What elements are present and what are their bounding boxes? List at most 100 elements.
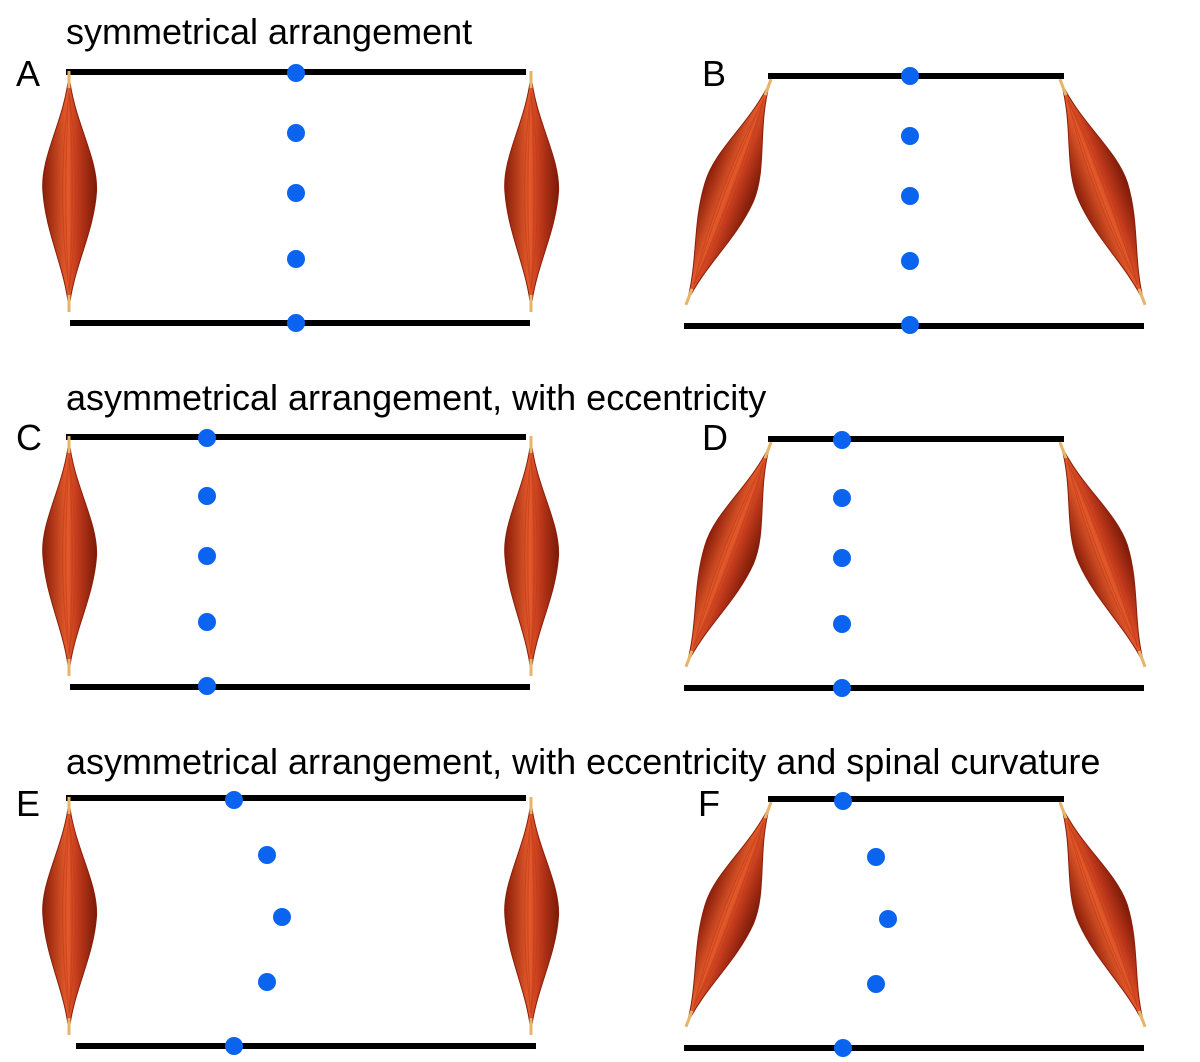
muscle-fiber	[527, 818, 532, 1014]
muscle-fiber	[530, 457, 535, 655]
vertebra-dot	[867, 975, 885, 993]
vertebra-dot	[198, 613, 216, 631]
muscle-fiber	[524, 457, 532, 655]
panel-label-f: F	[698, 783, 720, 824]
vertebra-dot	[833, 615, 851, 633]
muscle-fiber	[692, 99, 765, 285]
muscle-fiber	[1067, 822, 1138, 1007]
vertebra-dot	[834, 792, 852, 810]
panel-label-b: B	[702, 53, 727, 94]
muscle-fiber	[693, 462, 764, 647]
vertebra-dot	[287, 124, 305, 142]
muscle-fiber	[527, 92, 532, 291]
muscle-fiber	[524, 92, 532, 291]
muscle-fiber	[524, 818, 532, 1014]
right-muscle	[504, 71, 560, 312]
tendon-bottom	[1137, 650, 1147, 668]
muscle-fiber	[693, 462, 764, 647]
left-muscle	[684, 441, 773, 668]
vertebra-dot	[833, 431, 851, 449]
muscle-fiber	[1067, 99, 1138, 285]
muscle-fiber	[693, 822, 764, 1007]
muscle-fiber	[68, 92, 76, 291]
vertebra-dot	[901, 187, 919, 205]
muscle-fiber	[62, 92, 70, 291]
left-muscle	[42, 71, 98, 312]
muscle-fiber	[693, 99, 764, 285]
vertebra-dot	[834, 1039, 852, 1057]
vertebra-dot	[901, 127, 919, 145]
section-title-eccentricity: asymmetrical arrangement, with eccentric…	[66, 377, 767, 418]
panel-b	[684, 67, 1147, 334]
tendon-bottom	[1137, 1010, 1147, 1028]
muscle-fiber	[68, 818, 73, 1014]
panel-label-a: A	[16, 53, 41, 94]
tendon-top	[763, 801, 773, 819]
muscle-fiber	[1067, 99, 1138, 285]
muscle-fiber	[1067, 822, 1138, 1007]
muscle-fiber	[693, 99, 764, 285]
muscle-fiber	[693, 822, 764, 1007]
muscle-fiber	[68, 457, 76, 655]
section-title-eccentricity-curvature: asymmetrical arrangement, with eccentric…	[66, 741, 1101, 782]
right-muscle	[1058, 441, 1147, 668]
tendon-top	[763, 78, 773, 96]
panel-c	[42, 429, 560, 695]
vertebra-dot	[901, 252, 919, 270]
muscle-fiber	[1067, 822, 1138, 1007]
vertebra-dot	[901, 316, 919, 334]
vertebra-dot	[833, 489, 851, 507]
tendon-top	[1058, 441, 1068, 459]
muscle-fiber	[530, 457, 538, 655]
left-muscle	[42, 797, 98, 1035]
panel-e	[42, 791, 560, 1055]
vertebra-dot	[287, 64, 305, 82]
panel-label-d: D	[702, 417, 728, 458]
muscle-fiber	[68, 818, 76, 1014]
tendon-top	[763, 441, 773, 459]
panel-label-e: E	[16, 783, 41, 824]
muscle-fiber	[65, 818, 70, 1014]
muscle-fiber	[693, 99, 764, 285]
vertebra-dot	[879, 910, 897, 928]
muscle-fiber	[1067, 99, 1138, 285]
muscle-fiber	[65, 457, 70, 655]
vertebra-dot	[258, 973, 276, 991]
vertebra-dot	[287, 184, 305, 202]
left-muscle	[42, 436, 98, 676]
muscle-fiber	[530, 92, 535, 291]
vertebra-dot	[258, 846, 276, 864]
vertebra-dot	[867, 848, 885, 866]
muscle-fiber	[62, 818, 70, 1014]
tendon-bottom	[684, 288, 694, 306]
left-muscle	[684, 78, 773, 306]
muscle-fiber	[68, 92, 73, 291]
muscle-fiber	[1067, 462, 1138, 647]
muscle-fiber	[68, 457, 73, 655]
muscle-fiber	[693, 99, 764, 285]
muscle-fiber	[65, 92, 70, 291]
left-muscle	[684, 801, 773, 1028]
muscle-fiber	[1066, 822, 1139, 1007]
right-muscle	[1058, 801, 1147, 1028]
right-muscle	[504, 436, 560, 676]
vertebra-dot	[225, 791, 243, 809]
muscle-fiber	[692, 462, 765, 647]
vertebra-dot	[833, 679, 851, 697]
vertebra-dot	[198, 487, 216, 505]
muscle-fiber	[693, 822, 764, 1007]
vertebra-dot	[833, 549, 851, 567]
vertebra-dot	[225, 1037, 243, 1055]
vertebra-dot	[287, 314, 305, 332]
muscle-fiber	[1067, 99, 1138, 285]
panel-label-c: C	[16, 417, 42, 458]
vertebra-dot	[198, 677, 216, 695]
muscle-fiber	[693, 462, 764, 647]
muscle-fiber	[530, 818, 538, 1014]
vertebra-dot	[901, 67, 919, 85]
muscle-fiber	[530, 92, 538, 291]
tendon-top	[1058, 801, 1068, 819]
tendon-bottom	[684, 650, 694, 668]
panel-d	[684, 431, 1147, 697]
